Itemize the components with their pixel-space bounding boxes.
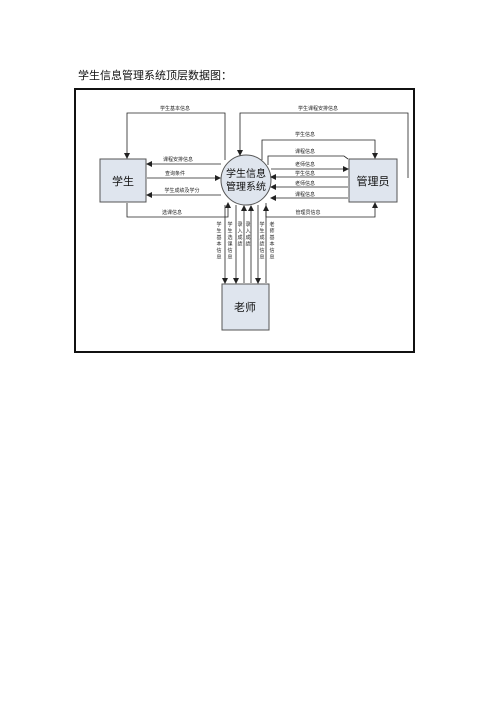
system-process-label-2: 管理系统 [226,180,266,193]
teacher-entity-box [221,283,270,331]
label-t-teacher-basic: 老师基本信息 [269,221,274,261]
label-t-enter-grades: 录入成绩 [237,221,242,248]
label-course-selection: 选课信息 [162,209,182,216]
label-admin-info: 管理员信息 [295,209,320,216]
label-t-student-basic: 学生基本信息 [216,221,221,261]
label-teacher-info: 老师信息 [295,161,315,168]
admin-entity-box [348,158,398,203]
label-query-conditions: 查询条件 [165,170,185,177]
diagram-frame [74,88,415,353]
admin-entity-label: 管理员 [357,174,390,188]
student-entity-box [99,158,147,203]
flow-student-course-schedule-line [237,112,409,178]
flow-course-selection-line [126,202,231,218]
system-process-label-1: 学生信息 [226,167,266,180]
flow-admin-course-info-line [267,155,349,165]
teacher-entity-label: 老师 [234,301,256,314]
label-grades-credits: 学生成绩及学分 [164,187,199,194]
flow-admin-student-info-line [261,139,378,160]
label-student-course-schedule: 学生课程安排信息 [298,105,338,112]
label-course-schedule: 课程安排信息 [163,156,193,163]
system-process-circle [220,154,272,206]
label-t-student-grades: 学生成绩信息 [259,221,264,261]
label-course-info-2: 课程信息 [295,191,315,198]
label-teacher-info-2: 老师信息 [295,180,315,187]
label-student-info-2: 学生信息 [295,170,315,177]
label-student-basic-info: 学生基本信息 [160,105,190,112]
label-admin-student-info: 学生信息 [295,131,315,138]
label-t-student-course: 学生选课信息 [227,221,232,261]
label-t-enter-grades-2: 录入成绩 [245,221,250,248]
label-admin-course-info: 课程信息 [295,148,315,155]
flow-student-basic-info-line [124,112,226,160]
page-heading: 学生信息管理系统顶层数据图： [78,69,232,82]
student-entity-label: 学生 [112,174,134,188]
